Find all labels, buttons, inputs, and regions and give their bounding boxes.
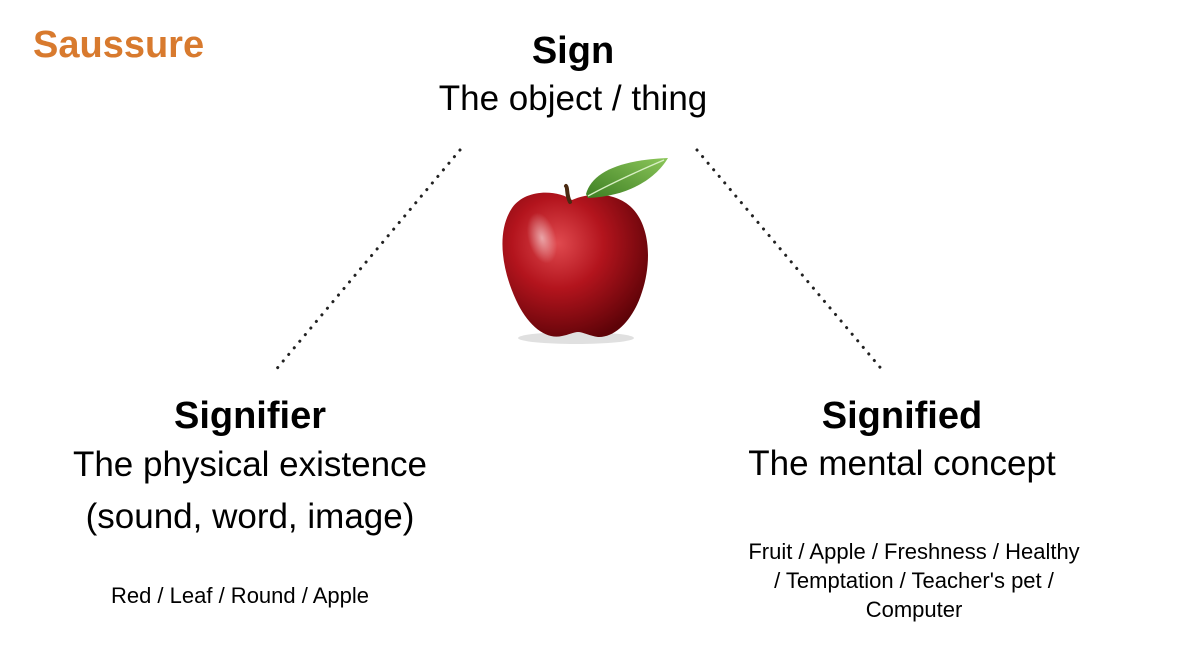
node-signified: Signified The mental concept [690, 393, 1114, 489]
signifier-title: Signifier [173, 395, 327, 437]
connector-line-sign-signified [695, 148, 886, 374]
signified-examples: Fruit / Apple / Freshness / Healthy / Te… [748, 539, 1080, 622]
sign-subtitle: The object / thing [438, 79, 708, 118]
connector-line-sign-signifier [272, 148, 462, 374]
signified-title: Signified [821, 395, 983, 437]
signified-subtitle: The mental concept [748, 444, 1056, 483]
signifier-examples: Red / Leaf / Round / Apple [110, 583, 370, 608]
node-sign: Sign The object / thing [300, 28, 846, 124]
signifier-subtitle: The physical existence (sound, word, ima… [72, 445, 428, 536]
sign-title: Sign [531, 30, 615, 72]
diagram-title: Saussure [33, 24, 205, 66]
apple-image [502, 158, 668, 344]
node-signifier: Signifier The physical existence (sound,… [20, 393, 480, 543]
